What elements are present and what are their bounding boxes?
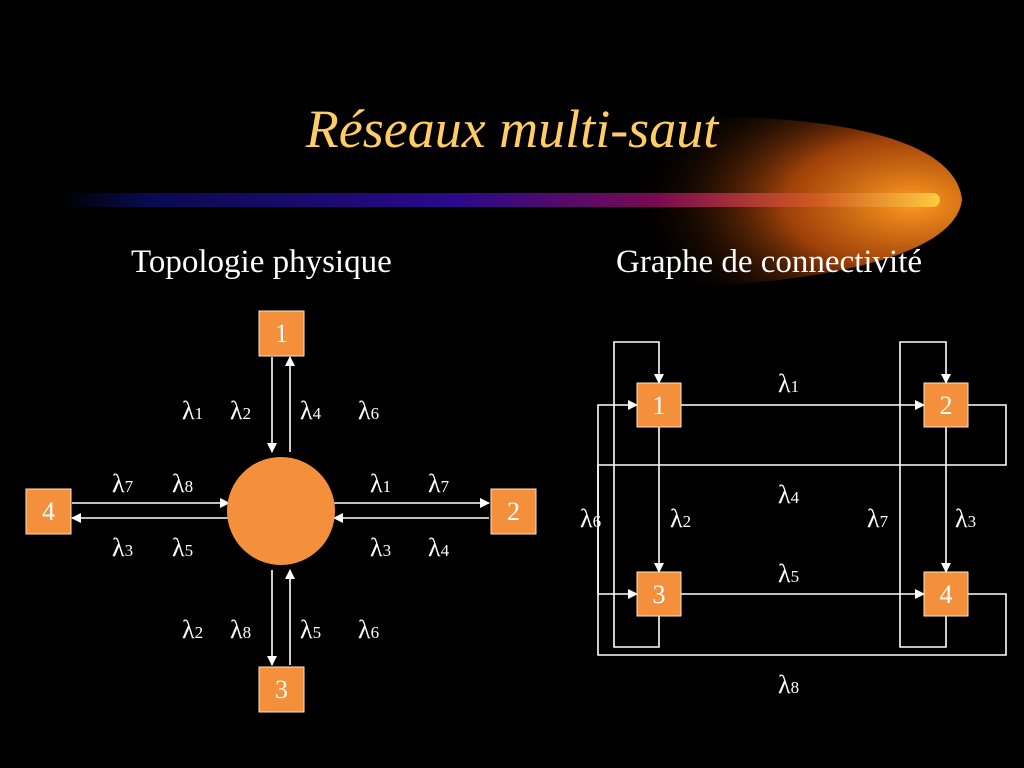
graph-node-1-label: 1	[653, 391, 666, 420]
lambda-label: λ5	[778, 559, 799, 588]
edge-3-to-1	[613, 341, 664, 648]
lambda-label: λ3	[112, 533, 133, 562]
physical-node-2-label: 2	[507, 497, 520, 526]
physical-node-3-label: 3	[275, 675, 288, 704]
lambda-label: λ8	[778, 670, 799, 699]
graph-node-4-label: 4	[940, 580, 953, 609]
graph-node-3: 3	[636, 571, 682, 617]
edge-4-to-3	[597, 400, 1007, 656]
lambda-label: λ7	[428, 469, 450, 498]
physical-node-2: 2	[490, 488, 537, 535]
lambda-label: λ2	[230, 396, 251, 425]
physical-node-1-label: 1	[275, 319, 288, 348]
lambda-label: λ5	[172, 533, 193, 562]
physical-node-3: 3	[258, 666, 305, 713]
lambda-label: λ2	[670, 504, 691, 533]
lambda-label: λ2	[182, 615, 203, 644]
lambda-label: λ4	[778, 480, 800, 509]
lambda-label: λ4	[300, 396, 322, 425]
lambda-label: λ6	[580, 504, 601, 533]
graph-node-2: 2	[923, 382, 969, 428]
lambda-label: λ8	[172, 469, 193, 498]
lambda-label: λ3	[370, 533, 391, 562]
connectivity-graph-heading: Graphe de connectivité	[616, 244, 923, 280]
slide-title: Réseaux multi-saut	[305, 99, 719, 159]
graph-node-1: 1	[636, 382, 682, 428]
physical-topology-heading: Topologie physique	[131, 244, 392, 280]
lambda-label: λ4	[428, 533, 450, 562]
edge-2-to-3	[597, 404, 1007, 599]
lambda-label: λ1	[370, 469, 391, 498]
lambda-label: λ7	[867, 504, 889, 533]
physical-node-4-label: 4	[42, 497, 55, 526]
lambda-label: λ7	[112, 469, 134, 498]
lambda-label: λ8	[230, 615, 251, 644]
lambda-label: λ6	[358, 615, 379, 644]
physical-node-4: 4	[25, 488, 72, 535]
lambda-label: λ3	[955, 504, 976, 533]
graph-node-3-label: 3	[653, 580, 666, 609]
decorative-bar	[60, 193, 940, 207]
graph-node-2-label: 2	[940, 391, 953, 420]
edge-4-to-1	[899, 341, 951, 648]
hub-circle	[227, 457, 335, 565]
lambda-label: λ1	[182, 396, 203, 425]
graph-node-4: 4	[923, 571, 969, 617]
lambda-label: λ6	[358, 396, 379, 425]
lambda-label: λ1	[778, 369, 799, 398]
physical-node-1: 1	[258, 310, 305, 357]
lambda-label: λ5	[300, 615, 321, 644]
